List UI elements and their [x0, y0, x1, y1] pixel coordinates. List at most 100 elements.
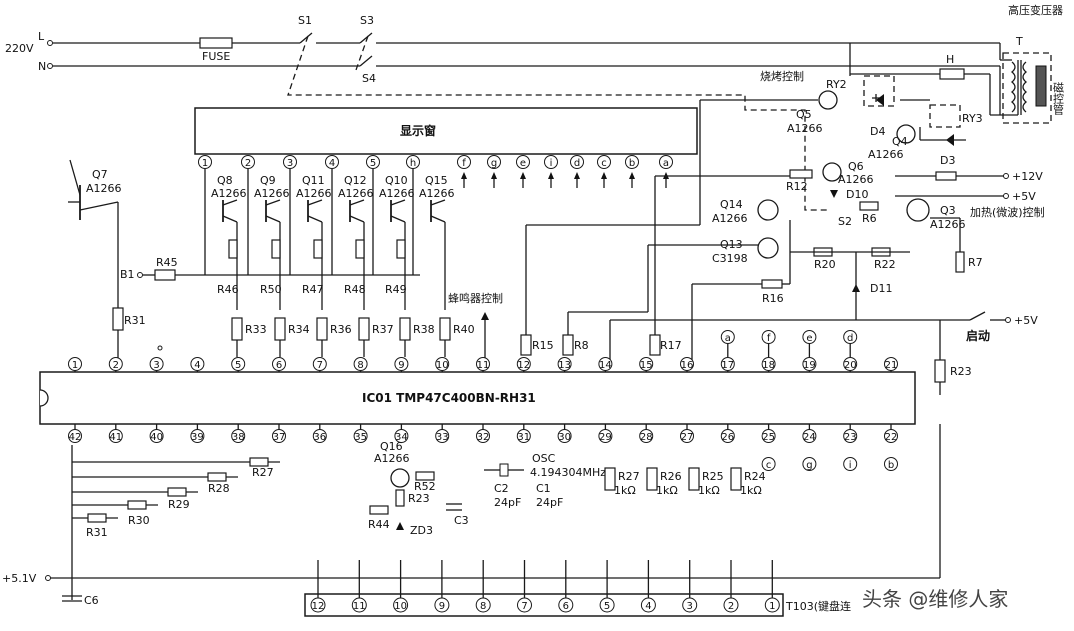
ic-pin-22: 22: [885, 432, 898, 443]
label-b1: B1: [120, 268, 135, 281]
keyboard-connector: [304, 593, 784, 617]
ic-pin-16: 16: [681, 360, 694, 371]
control-transistors: Q5 A1266 Q4 A1266 Q6 A1266 D10 R12 S2 R6…: [692, 90, 1045, 320]
label-r23b: R23: [950, 365, 972, 378]
label-T: T: [1015, 35, 1023, 48]
display-seg-g: g: [491, 158, 497, 169]
label-r30: R30: [128, 514, 150, 527]
label-r15: R15: [532, 339, 554, 352]
label-r25-val: 1kΩ: [698, 484, 720, 497]
display-seg-i: i: [550, 158, 553, 169]
label-q13-type: C3198: [712, 252, 748, 265]
keyboard-pin-11: 11: [353, 601, 366, 612]
keyboard-pin-1: 1: [769, 601, 775, 612]
label-q5: Q5: [796, 108, 812, 121]
label-L: L: [38, 30, 45, 43]
label-s4: S4: [362, 72, 376, 85]
label-r31b: R31: [86, 526, 108, 539]
keyboard-pin-5: 5: [604, 601, 610, 612]
label-s2: S2: [838, 215, 852, 228]
label-r20: R20: [814, 258, 836, 271]
label-d10: D10: [846, 188, 868, 201]
ic-pin-18: 18: [762, 360, 775, 371]
ic-pin-8: 8: [357, 360, 363, 371]
label-r12: R12: [786, 180, 808, 193]
ic-seg-b: b: [888, 460, 894, 471]
keyboard-pin-6: 6: [563, 601, 569, 612]
keyboard-pin-2: 2: [728, 601, 734, 612]
label-ry2: RY2: [826, 78, 847, 91]
label-r27: R27: [252, 466, 274, 479]
label-r52: R52: [414, 480, 436, 493]
ic-pin-9: 9: [398, 360, 404, 371]
label-r22: R22: [874, 258, 896, 271]
display-seg-a: a: [663, 158, 669, 169]
ic-seg-i: i: [849, 460, 852, 471]
label-r27b: R27: [618, 470, 640, 483]
keyboard-pin-4: 4: [645, 601, 651, 612]
label-q14: Q14: [720, 198, 743, 211]
display-pin-2: 2: [245, 158, 251, 169]
label-start: 启动: [966, 328, 990, 343]
ic-pin-40: 40: [150, 432, 163, 443]
ic-pin-4: 4: [194, 360, 200, 371]
label-q14-type: A1266: [712, 212, 748, 225]
ic-pin-12: 12: [517, 360, 530, 371]
label-r29: R29: [168, 498, 190, 511]
label-r26-val: 1kΩ: [656, 484, 678, 497]
ic-connections-top: R15 R8 R17 R23 +5V 启动: [520, 99, 1038, 395]
driver-Q8-type: A1266: [211, 187, 247, 200]
label-q4-type: A1266: [868, 148, 904, 161]
display-seg-d: d: [574, 158, 580, 169]
display-pin-5: 5: [370, 158, 376, 169]
fuse: [199, 37, 233, 49]
resistor-R46: R46: [217, 283, 239, 296]
label-d3: D3: [940, 154, 955, 167]
driver-Q12: Q12: [344, 174, 367, 187]
label-r24: R24: [744, 470, 766, 483]
label-r31a: R31: [124, 314, 146, 327]
keyboard-pin-12: 12: [312, 601, 325, 612]
d4-diode: [876, 94, 884, 106]
ic-pin-39: 39: [191, 432, 204, 443]
ic-pin-30: 30: [558, 432, 571, 443]
ic-pin-11: 11: [477, 360, 490, 371]
label-s3: S3: [360, 14, 374, 27]
ic-pin-13: 13: [558, 360, 571, 371]
resistor-R38: R38: [413, 323, 435, 336]
display-window: [194, 107, 698, 155]
ic-pin-32: 32: [477, 432, 490, 443]
label-c2: C2: [494, 482, 509, 495]
driver-array: Q8A1266R46R33Q9A1266R50R34Q11A1266R47R36…: [211, 174, 475, 357]
ic-body: [39, 371, 916, 425]
label-H: H: [946, 53, 954, 66]
ic-pin-33: 33: [436, 432, 449, 443]
label-display: 显示窗: [400, 123, 436, 138]
ic-pin-21: 21: [885, 360, 898, 371]
keyboard-pin-8: 8: [480, 601, 486, 612]
label-hv-transformer: 高压变压器: [1008, 3, 1063, 17]
label-zd3: ZD3: [410, 524, 433, 537]
ic-pin-14: 14: [599, 360, 612, 371]
ic-pin-7: 7: [317, 360, 323, 371]
label-q3-type: A1266: [930, 218, 966, 231]
ic-pin-42: 42: [69, 432, 82, 443]
ic-pin-31: 31: [517, 432, 530, 443]
display-seg-f: f: [462, 158, 466, 169]
keyboard-pin-9: 9: [439, 601, 445, 612]
label-q3: Q3: [940, 204, 956, 217]
label-r25: R25: [702, 470, 724, 483]
driver-Q11-type: A1266: [296, 187, 332, 200]
ic-pin-26: 26: [721, 432, 734, 443]
ic-pin-36: 36: [313, 432, 326, 443]
ic-pin-37: 37: [273, 432, 286, 443]
driver-Q12-type: A1266: [338, 187, 374, 200]
resistor-R47: R47: [302, 283, 324, 296]
display-pin-3: 3: [287, 158, 293, 169]
label-plus51: +5.1V: [2, 572, 37, 585]
d10-diode: [830, 190, 838, 198]
label-ic: IC01 TMP47C400BN-RH31: [362, 391, 536, 405]
ic-pin-15: 15: [640, 360, 653, 371]
ic-pin-1: 1: [72, 360, 78, 371]
